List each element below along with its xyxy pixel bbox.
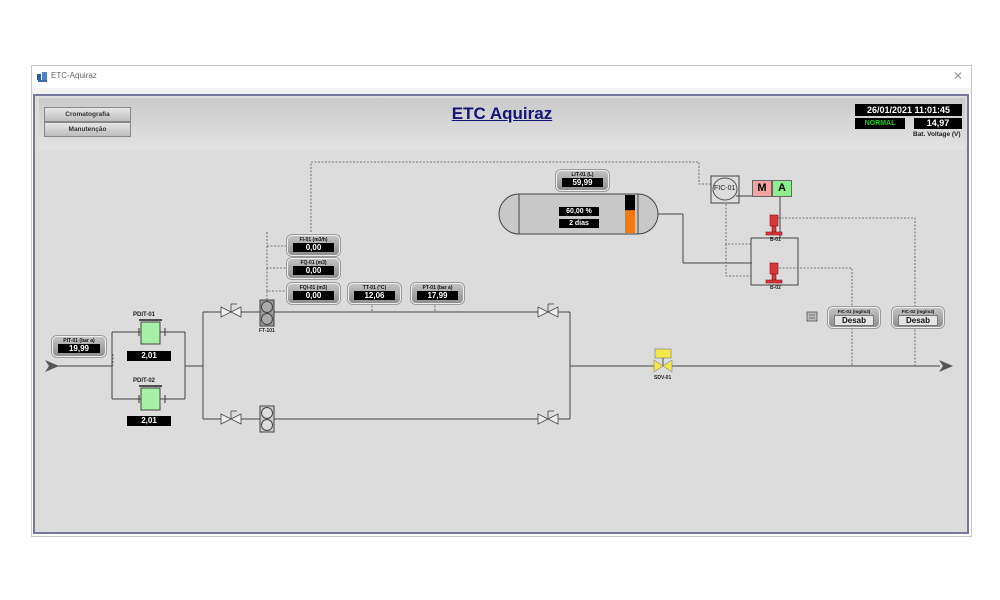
fq01-tag: FQ-01 (m3) bbox=[300, 260, 327, 266]
fic02-conc-indicator[interactable]: FIC-02 (mg/m3) Desab bbox=[892, 307, 944, 328]
fic01-conc-tag: FIC-01 (mg/m3) bbox=[837, 309, 871, 314]
title-strip bbox=[32, 88, 971, 94]
inlet-arrow bbox=[45, 360, 59, 372]
fi01-indicator[interactable]: FI-01 (m3/h) 0,00 bbox=[287, 235, 340, 256]
valve-run2-inlet bbox=[220, 410, 242, 425]
outlet-arrow bbox=[939, 360, 953, 372]
manual-mode-button[interactable]: M bbox=[752, 180, 772, 197]
battery-voltage-label: Bat. Voltage (V) bbox=[913, 131, 961, 138]
fq01-indicator[interactable]: FQ-01 (m3) 0,00 bbox=[287, 258, 340, 279]
lit01-value: 59,99 bbox=[562, 178, 603, 187]
sdv-valve bbox=[653, 348, 673, 373]
pt01-tag: PT-01 (bar a) bbox=[422, 285, 453, 291]
tank-level-percent: 60,00 % bbox=[559, 207, 599, 216]
close-icon[interactable]: ✕ bbox=[952, 69, 963, 83]
lit01-tag: LIT-01 (L) bbox=[571, 172, 594, 178]
fqi01-tag: FQI-01 (m3) bbox=[299, 285, 328, 291]
pit01-tag: PIT-01 (bar a) bbox=[63, 338, 95, 344]
pdit01-value: 2,01 bbox=[127, 351, 171, 361]
fic02-conc-value: Desab bbox=[898, 315, 938, 326]
cromatografia-button[interactable]: Cromatografia bbox=[44, 107, 131, 122]
tt01-indicator[interactable]: TT-01 (°C) 12,06 bbox=[348, 283, 401, 304]
status-badge: NORMAL bbox=[855, 118, 905, 129]
fq01-value: 0,00 bbox=[293, 266, 334, 275]
tt01-value: 12,06 bbox=[354, 291, 395, 300]
tt01-tag: TT-01 (°C) bbox=[362, 285, 387, 291]
injector-b01 bbox=[765, 214, 783, 236]
pdit01-label: PDIT-01 bbox=[133, 312, 156, 318]
application-window: ETC-Aquiraz ✕ Cromatografia Manutenção E… bbox=[31, 65, 972, 537]
flow-meter-run2 bbox=[259, 405, 275, 433]
fic02-conc-tag: FIC-02 (mg/m3) bbox=[901, 309, 935, 314]
lit01-indicator[interactable]: LIT-01 (L) 59,99 bbox=[556, 170, 609, 191]
window-title: ETC-Aquiraz bbox=[51, 71, 97, 80]
title-bar: ETC-Aquiraz ✕ bbox=[32, 66, 971, 88]
battery-voltage-value: 14,97 bbox=[914, 118, 962, 129]
flow-meter-ft101 bbox=[259, 299, 275, 327]
pdit02-label: PDIT-02 bbox=[133, 378, 156, 384]
valve-run1-outlet bbox=[537, 303, 559, 318]
tank-autonomy: 2 dias bbox=[559, 219, 599, 228]
b02-label: B-02 bbox=[770, 285, 781, 291]
fic01-label: FIC-01 bbox=[714, 185, 736, 192]
sdv-label: SDV-01 bbox=[654, 375, 672, 381]
fi01-tag: FI-01 (m3/h) bbox=[299, 237, 328, 243]
app-icon bbox=[37, 72, 47, 82]
valve-run2-outlet bbox=[537, 410, 559, 425]
screen-header: Cromatografia Manutenção ETC Aquiraz 26/… bbox=[39, 98, 965, 150]
valve-run1-inlet bbox=[220, 303, 242, 318]
pdit02-value: 2,01 bbox=[127, 416, 171, 426]
printer-icon bbox=[806, 311, 818, 322]
injector-skid bbox=[750, 237, 799, 286]
filter-pdit01 bbox=[138, 319, 166, 345]
b01-label: B-01 bbox=[770, 237, 781, 243]
fi01-value: 0,00 bbox=[293, 243, 334, 252]
fic01-controller bbox=[710, 175, 740, 204]
fic01-conc-value: Desab bbox=[834, 315, 874, 326]
fqi01-value: 0,00 bbox=[293, 291, 334, 300]
pit01-indicator[interactable]: PIT-01 (bar a) 19,99 bbox=[52, 336, 106, 357]
fic01-conc-indicator[interactable]: FIC-01 (mg/m3) Desab bbox=[828, 307, 880, 328]
scada-screen: Cromatografia Manutenção ETC Aquiraz 26/… bbox=[33, 94, 969, 534]
fqi01-indicator[interactable]: FQI-01 (m3) 0,00 bbox=[287, 283, 340, 304]
filter-pdit02 bbox=[138, 385, 166, 411]
ft101-label: FT-101 bbox=[259, 328, 275, 334]
page-title: ETC Aquiraz bbox=[451, 104, 553, 123]
injector-b02 bbox=[765, 262, 783, 284]
pt01-indicator[interactable]: PT-01 (bar a) 17,99 bbox=[411, 283, 464, 304]
pit01-value: 19,99 bbox=[58, 344, 100, 353]
tank-level-bar-fill bbox=[625, 210, 635, 233]
manutencao-button[interactable]: Manutenção bbox=[44, 122, 131, 137]
pt01-value: 17,99 bbox=[417, 291, 458, 300]
auto-mode-button[interactable]: A bbox=[772, 180, 792, 197]
datetime-display: 26/01/2021 11:01:45 bbox=[855, 104, 962, 116]
